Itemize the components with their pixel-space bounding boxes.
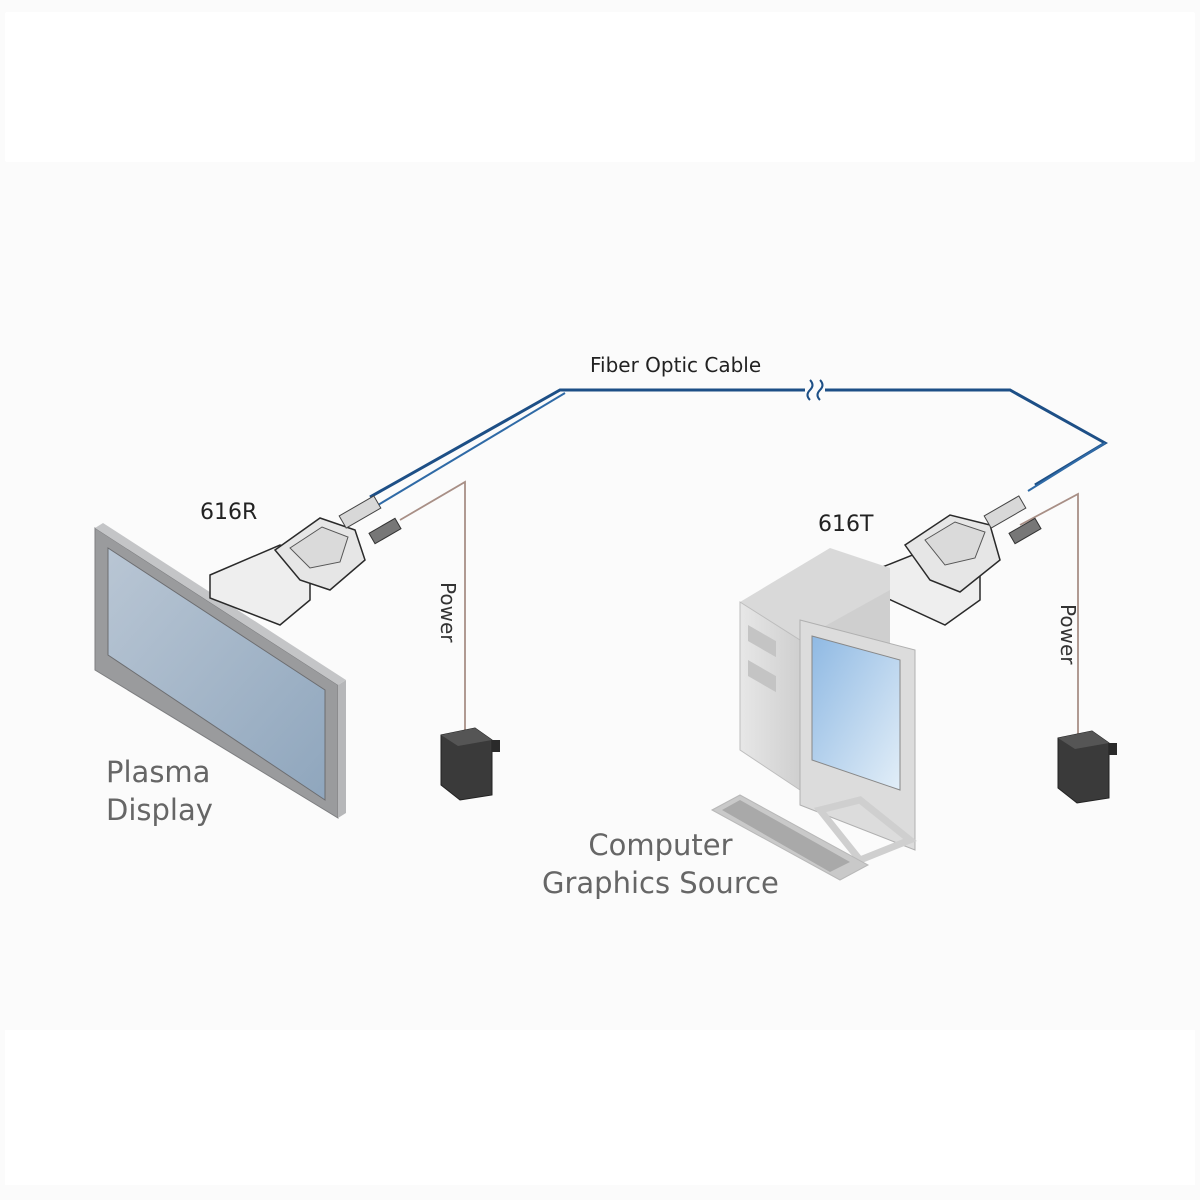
transmitter-model-label: 616T (818, 512, 874, 537)
monitor-icon (799, 619, 917, 865)
plasma-display-label-line1: Plasma (106, 755, 211, 789)
fiber-strand-c (825, 388, 1108, 487)
computer-source-label-line1: Computer (588, 828, 733, 862)
dvi-fiber-module-icon (209, 495, 402, 626)
power-adapter-icon (1057, 730, 1117, 804)
power-adapter-icon (440, 727, 500, 801)
fiber-strand-a (369, 388, 805, 499)
top-band-inner (5, 12, 1195, 162)
fiber-strand-d (1027, 442, 1106, 492)
receiver-model-label: 616R (200, 500, 258, 525)
plasma-display-label-line2: Display (106, 793, 213, 827)
plasma-display-label: Plasma Display (106, 753, 213, 829)
plasma-display-icon (94, 523, 346, 819)
computer-source-label-line2: Graphics Source (542, 866, 779, 900)
bottom-band-inner (5, 1030, 1195, 1185)
fiber-strand-b (377, 392, 566, 506)
computer-source-label: Computer Graphics Source (542, 826, 779, 902)
power-cable-receiver (399, 480, 466, 740)
dvi-fiber-module-icon (879, 495, 1042, 626)
break-symbol-icon (806, 379, 824, 401)
transmitter-power-label: Power (1056, 604, 1080, 665)
fiber-optic-cable (369, 379, 1108, 506)
keyboard-icon (710, 794, 870, 881)
power-cable-transmitter (1019, 492, 1079, 735)
fiber-optic-cable-label: Fiber Optic Cable (590, 353, 762, 377)
receiver-power-label: Power (436, 582, 460, 643)
